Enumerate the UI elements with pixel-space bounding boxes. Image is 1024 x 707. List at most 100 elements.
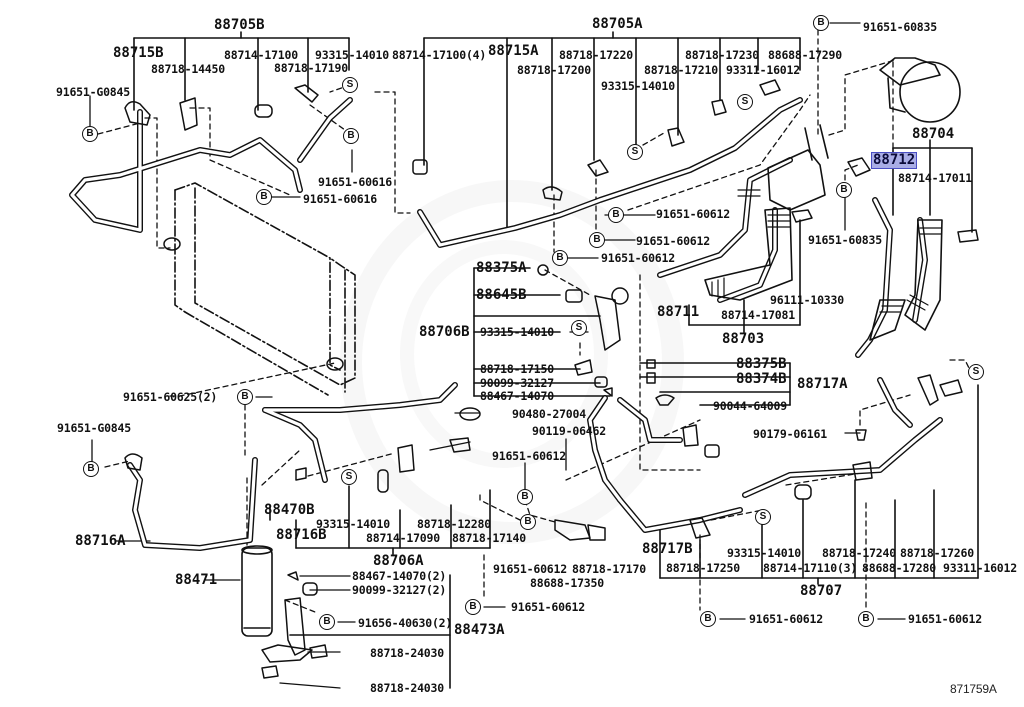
screw-badge-icon: S — [571, 320, 587, 336]
part-label[interactable]: 91651-60616 — [318, 175, 392, 189]
bolt-badge-icon: B — [319, 614, 335, 630]
part-label[interactable]: 88714-17090 — [366, 531, 440, 545]
bolt-badge-icon: B — [83, 461, 99, 477]
part-label[interactable]: 88714-17011 — [898, 171, 972, 185]
part-label-88717B[interactable]: 88717B — [642, 541, 693, 557]
part-label[interactable]: 88718-17170 — [572, 562, 646, 576]
part-label[interactable]: 90099-32127(2) — [352, 583, 447, 597]
part-label[interactable]: 91651-G0845 — [56, 85, 130, 99]
tubes — [69, 97, 943, 551]
part-label[interactable]: 91651-60612 — [511, 600, 585, 614]
part-label-88704[interactable]: 88704 — [912, 126, 955, 142]
bolt-badge-icon: B — [700, 611, 716, 627]
part-label[interactable]: 88718-17200 — [517, 63, 591, 77]
part-label-88471[interactable]: 88471 — [175, 572, 218, 588]
part-label[interactable]: 91651-60625(2) — [123, 390, 218, 404]
part-label[interactable]: 88718-17140 — [452, 531, 526, 545]
part-label[interactable]: 88718-14450 — [151, 62, 225, 76]
part-label-88375B[interactable]: 88375B — [736, 356, 787, 372]
part-label[interactable]: 91651-60612 — [493, 562, 567, 576]
bolt-badge-icon: B — [465, 599, 481, 615]
part-label-88470B[interactable]: 88470B — [264, 502, 315, 518]
part-label[interactable]: 93311-16012 — [726, 63, 800, 77]
part-label-88703[interactable]: 88703 — [722, 331, 765, 347]
part-label[interactable]: 96111-10330 — [770, 293, 844, 307]
part-label-88711[interactable]: 88711 — [657, 304, 700, 320]
part-label[interactable]: 91651-60616 — [303, 192, 377, 206]
part-label[interactable]: 93315-14010 — [315, 48, 389, 62]
part-label[interactable]: 91656-40630(2) — [358, 616, 453, 630]
part-label[interactable]: 88688-17350 — [530, 576, 604, 590]
part-label[interactable]: 88714-17110(3) — [763, 561, 858, 575]
part-label-88707[interactable]: 88707 — [800, 583, 843, 599]
bolt-badge-icon: B — [589, 232, 605, 248]
bolt-badge-icon: B — [256, 189, 272, 205]
part-label[interactable]: 91651-60612 — [749, 612, 823, 626]
part-label[interactable]: 93315-14010 — [601, 79, 675, 93]
bolt-badge-icon: B — [813, 15, 829, 31]
part-label[interactable]: 91651-60612 — [601, 251, 675, 265]
part-label[interactable]: 91651-60612 — [492, 449, 566, 463]
part-label[interactable]: 88688-17290 — [768, 48, 842, 62]
part-label-88716A[interactable]: 88716A — [75, 533, 126, 549]
bracket-88706A — [269, 485, 491, 555]
bolt-badge-icon: B — [517, 489, 533, 505]
part-label[interactable]: 90099-32127 — [480, 376, 554, 390]
part-label[interactable]: 88718-24030 — [370, 646, 444, 660]
screw-badge-icon: S — [755, 509, 771, 525]
part-label[interactable]: 88714-17081 — [721, 308, 795, 322]
leader-lines — [89, 22, 906, 689]
part-label[interactable]: 93315-14010 — [480, 325, 554, 339]
part-label-88705A[interactable]: 88705A — [592, 16, 643, 32]
part-label[interactable]: 91651-60612 — [656, 207, 730, 221]
part-label[interactable]: 90044-64009 — [713, 399, 787, 413]
part-label-88715A[interactable]: 88715A — [488, 43, 539, 59]
part-label[interactable]: 88718-17210 — [644, 63, 718, 77]
part-label[interactable]: 93315-14010 — [727, 546, 801, 560]
part-label[interactable]: 90179-06161 — [753, 427, 827, 441]
part-label[interactable]: 90119-06462 — [532, 424, 606, 438]
part-label[interactable]: 88718-17190 — [274, 61, 348, 75]
part-label[interactable]: 88688-17280 — [862, 561, 936, 575]
part-label[interactable]: 88718-17220 — [559, 48, 633, 62]
part-label[interactable]: 91651-G0845 — [57, 421, 131, 435]
part-label[interactable]: 88718-17260 — [900, 546, 974, 560]
part-label-88705B[interactable]: 88705B — [214, 17, 265, 33]
part-label[interactable]: 88718-24030 — [370, 681, 444, 695]
part-label[interactable]: 93315-14010 — [316, 517, 390, 531]
part-label-88375A[interactable]: 88375A — [476, 260, 527, 276]
part-label[interactable]: 91651-60612 — [908, 612, 982, 626]
screw-badge-icon: S — [968, 364, 984, 380]
part-label[interactable]: 88718-17250 — [666, 561, 740, 575]
part-label-88712-highlighted[interactable]: 88712 — [870, 152, 918, 169]
bracket-88473A — [289, 574, 451, 689]
bolt-badge-icon: B — [608, 207, 624, 223]
part-label[interactable]: 88718-17150 — [480, 362, 554, 376]
part-label-88374B[interactable]: 88374B — [736, 371, 787, 387]
part-label[interactable]: 88467-14070 — [480, 389, 554, 403]
part-label[interactable]: 91651-60612 — [636, 234, 710, 248]
part-label-88473A[interactable]: 88473A — [454, 622, 505, 638]
part-label[interactable]: 93311-16012 — [943, 561, 1017, 575]
bracket-88703 — [688, 219, 801, 333]
part-label-88717A[interactable]: 88717A — [797, 376, 848, 392]
part-label[interactable]: 88718-12280 — [417, 517, 491, 531]
part-label[interactable]: 91651-60835 — [863, 20, 937, 34]
part-label-88706B[interactable]: 88706B — [419, 324, 470, 340]
part-label[interactable]: 90480-27004 — [512, 407, 586, 421]
part-label-88645B[interactable]: 88645B — [476, 287, 527, 303]
screw-badge-icon: S — [342, 77, 358, 93]
part-label[interactable]: 91651-60835 — [808, 233, 882, 247]
part-label[interactable]: 88718-17240 — [822, 546, 896, 560]
part-label[interactable]: 88714-17100 — [224, 48, 298, 62]
part-label-88716B[interactable]: 88716B — [276, 527, 327, 543]
bracket-88717A — [639, 362, 791, 406]
part-label[interactable]: 88467-14070(2) — [352, 569, 447, 583]
part-label[interactable]: 88714-17100(4) — [392, 48, 487, 62]
muffler — [767, 124, 829, 211]
bracket-88705B — [133, 31, 350, 111]
part-label-88715B[interactable]: 88715B — [113, 45, 164, 61]
part-label-88706A[interactable]: 88706A — [373, 553, 424, 569]
part-label[interactable]: 88718-17230 — [685, 48, 759, 62]
